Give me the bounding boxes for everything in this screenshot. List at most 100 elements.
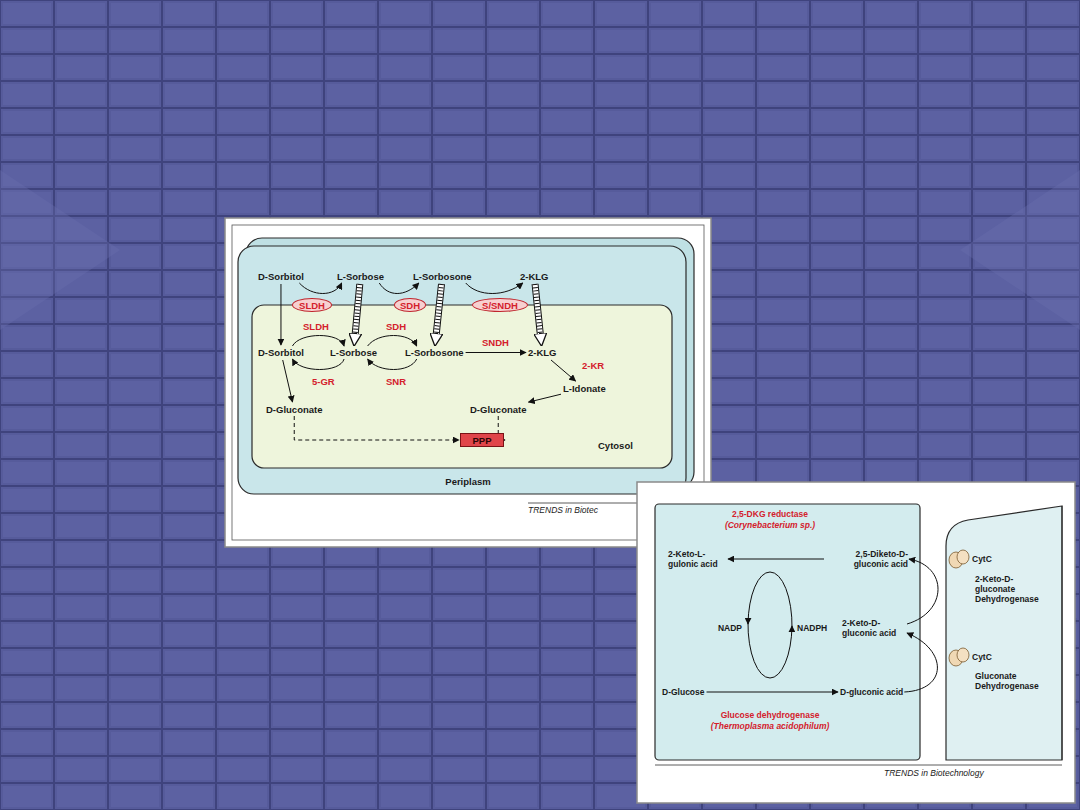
cofactor-arc [770, 626, 792, 678]
metabolite: D-Gluconate [470, 404, 526, 415]
connector-line [466, 283, 523, 294]
node-text: 2-KLG [520, 271, 549, 282]
connector-line [368, 359, 417, 370]
connector [280, 284, 281, 345]
grid-chevron [960, 170, 1080, 330]
hatched-arrow-outline [436, 284, 441, 335]
metabolite: 2-Keto-L-gulonic acid [668, 549, 726, 569]
connector [728, 559, 824, 560]
metabolite: 2-KLG [520, 271, 549, 282]
connector-line [280, 284, 281, 345]
connector [535, 284, 541, 345]
node-text: 2-Keto-L-gulonic acid [668, 549, 726, 569]
node-text: Cytosol [598, 440, 633, 451]
hatched-arrow-hatch [436, 284, 441, 335]
node-text: 2-Keto-D-gluconic acid [842, 618, 906, 638]
connector [299, 283, 341, 294]
metabolite: D-Glucose [662, 687, 705, 697]
connector [283, 360, 293, 402]
connector-line [299, 283, 341, 294]
connector-line [528, 394, 561, 402]
hatched-arrow-fill [436, 284, 441, 335]
figure-frame [637, 482, 1075, 803]
connector [466, 283, 523, 294]
connector-line [294, 416, 459, 440]
connector [466, 352, 526, 353]
cytochrome-c: CytC [948, 548, 1002, 570]
node-text: D-Sorbitol [258, 271, 304, 282]
source-caption: TRENDS in Biotec [528, 505, 598, 515]
node-text: L-Sorbose [330, 347, 377, 358]
metabolite: D-gluconic acid [840, 687, 903, 697]
metabolite: L-Sorbosone [413, 271, 472, 282]
connector-line [292, 359, 344, 370]
hatched-arrow-head [535, 284, 541, 345]
enzyme-pill: SLDH [292, 298, 332, 312]
cofactor-arc [770, 572, 792, 628]
node-text: D-Gluconate [266, 404, 322, 415]
node-text: D-Sorbitol [258, 347, 304, 358]
node-text: S/SNDH [482, 300, 518, 311]
connector [292, 336, 344, 347]
connector [707, 692, 838, 693]
hatched-arrow-head [435, 284, 441, 345]
connector-line [466, 352, 526, 353]
caption-rule [655, 765, 1062, 766]
node-text: 2,5-DKG reductase [732, 509, 808, 519]
region-fill [655, 504, 920, 760]
node-text: Periplasm [445, 476, 490, 487]
node-text: CytC [972, 554, 992, 564]
region-box: PeriplasmCytosolD-SorbitolL-SorboseL-Sor… [238, 246, 686, 494]
cofactor-arc [748, 572, 770, 624]
region-fill [252, 305, 672, 468]
connector-line [728, 559, 824, 560]
metabolite: L-Idonate [563, 383, 606, 394]
metabolite: L-Sorbosone [405, 347, 464, 358]
enzyme-label: SDH [386, 321, 406, 332]
connector-line [904, 633, 937, 692]
connector [354, 284, 360, 345]
hatched-arrow-fill [355, 284, 360, 335]
node-text: (Thermoplasma acidophilum) [711, 721, 830, 731]
node-text: (Corynebacterium sp.) [725, 520, 815, 530]
node-text: Glucose dehydrogenase [721, 710, 820, 720]
connector [907, 559, 938, 624]
cytochrome-lobe [957, 648, 969, 662]
cell-edge [1062, 506, 1063, 760]
cell-membrane [946, 506, 1062, 760]
hatched-arrow-fill [535, 284, 540, 335]
connector [368, 359, 417, 370]
metabolite: 2-KLG [528, 347, 557, 358]
connector-line [379, 283, 419, 294]
node-text: D-Gluconate [470, 404, 526, 415]
enzyme-label: 2-KR [582, 360, 604, 371]
region-fill [238, 246, 686, 494]
connector [292, 359, 344, 370]
connector [528, 394, 561, 402]
connector [368, 336, 417, 347]
region-box: 2,5-DKG reductase(Corynebacterium sp.) NA… [655, 504, 920, 760]
enzyme-label: SLDH [303, 321, 329, 332]
connector [904, 633, 937, 692]
grid-chevron [0, 170, 120, 330]
hatched-arrow-hatch [355, 284, 360, 335]
enzyme-label: SNR [386, 376, 406, 387]
node-text: 2,5-Diketo-D-gluconic acid [826, 549, 908, 569]
node-text: L-Sorbosone [405, 347, 464, 358]
connector [379, 283, 419, 294]
connector-line [292, 336, 344, 347]
connector-line [907, 559, 938, 624]
enzyme-name: 2-Keto-D-gluconate Dehydrogenase [975, 574, 1049, 604]
node-text: NADPH [797, 623, 827, 633]
node-text: D-Glucose [662, 687, 705, 697]
node-text: PPP [472, 435, 491, 446]
connector [294, 416, 459, 440]
connector-line [707, 692, 838, 693]
enzyme-pill: S/SNDH [472, 298, 528, 312]
node-text: L-Sorbose [337, 271, 384, 282]
node-text: CytC [972, 652, 992, 662]
cofactor-arc [748, 622, 770, 678]
